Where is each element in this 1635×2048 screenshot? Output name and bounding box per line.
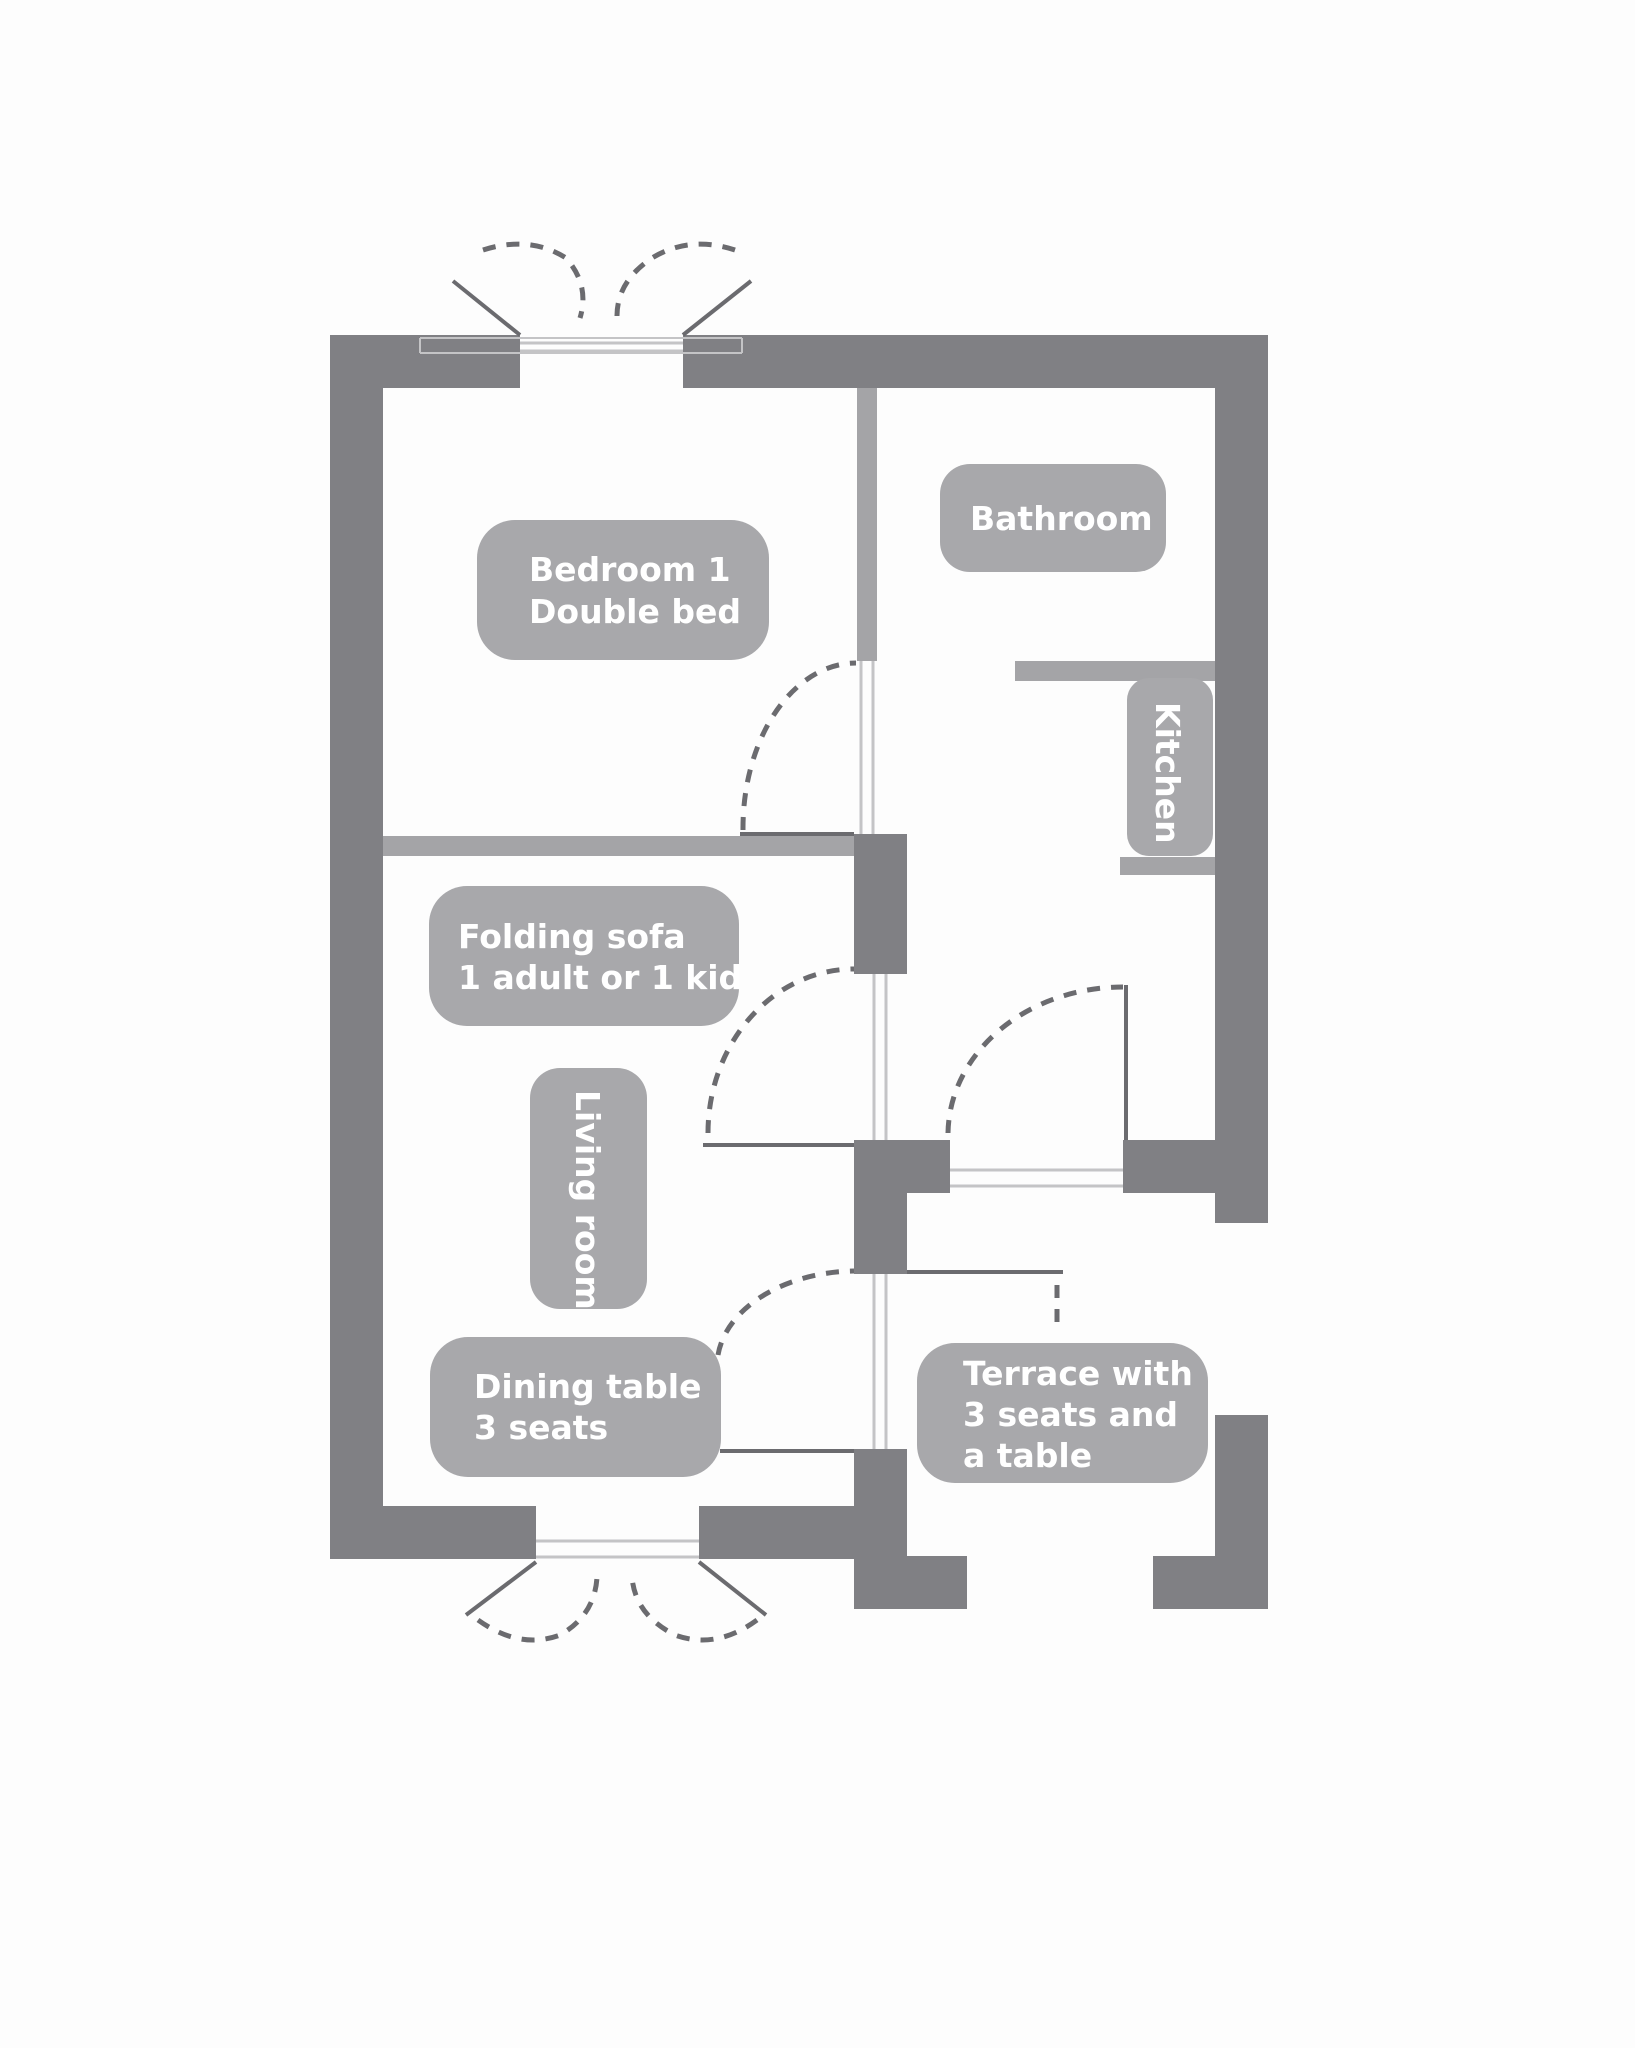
door-bottom-right-swing	[629, 1576, 759, 1643]
wall-bottom-left	[330, 1506, 536, 1559]
label-terrace-line2: 3 seats and	[963, 1395, 1178, 1434]
partition-bedroom-bath	[857, 388, 877, 661]
label-dining-line1: Dining table	[474, 1367, 701, 1406]
label-kitchen-text: Kitchen	[1148, 702, 1187, 844]
door-bottom-left-swing	[476, 1576, 600, 1643]
wall-left	[330, 335, 383, 1559]
label-terrace-line1: Terrace with	[963, 1354, 1193, 1393]
door-bottom-left-leaf	[464, 1560, 538, 1617]
door-bottom-right-leaf	[697, 1560, 768, 1617]
wall-foot-lower	[854, 1556, 967, 1609]
label-sofa: Folding sofa 1 adult or 1 kid	[429, 886, 742, 1026]
partitions	[383, 388, 1215, 875]
label-kitchen: Kitchen	[1127, 678, 1213, 856]
outer-walls	[330, 335, 1268, 1559]
kitchen-counter-bottom	[1120, 857, 1215, 875]
label-sofa-bg	[429, 886, 739, 1026]
wall-top-right	[683, 335, 1268, 388]
label-bathroom: Bathroom	[940, 464, 1166, 572]
door-top-left-leaf	[451, 279, 522, 337]
kitchen-counter-top	[1015, 661, 1215, 681]
door-top-right-leaf	[681, 279, 753, 337]
wall-stub-right	[1123, 1140, 1268, 1193]
label-bedroom-line1: Bedroom 1	[529, 550, 731, 589]
label-bedroom-bg	[477, 520, 769, 660]
label-dining-line2: 3 seats	[474, 1408, 608, 1447]
terrace-wall-foot	[1153, 1556, 1268, 1609]
label-living-text: Living room	[568, 1090, 607, 1310]
label-bathroom-bg	[940, 464, 1166, 572]
wall-top-left	[330, 335, 520, 388]
label-dining-bg	[430, 1337, 721, 1477]
label-terrace-bg	[917, 1343, 1208, 1483]
wall-bottom-middle	[699, 1506, 854, 1559]
door-top-left-swing	[482, 241, 586, 319]
label-bedroom: Bedroom 1 Double bed	[477, 520, 769, 660]
door-bedroom-swing	[740, 660, 857, 831]
wall-right	[1215, 335, 1268, 1223]
label-sofa-line2: 1 adult or 1 kid	[458, 958, 742, 997]
label-terrace-line3: a table	[963, 1436, 1092, 1475]
label-dining: Dining table 3 seats	[430, 1337, 721, 1477]
doors	[451, 241, 1128, 1643]
label-terrace: Terrace with 3 seats and a table	[917, 1343, 1208, 1483]
wall-pillar-upper	[854, 834, 907, 974]
door-bath-swing	[945, 984, 1124, 1134]
windows	[419, 337, 1123, 1559]
label-bedroom-line2: Double bed	[529, 592, 741, 631]
partition-bedroom-living	[383, 836, 854, 856]
wall-stub-middle	[854, 1140, 950, 1193]
label-bathroom-text: Bathroom	[970, 499, 1153, 538]
label-living: Living room	[530, 1068, 647, 1310]
door-top-right-swing	[614, 241, 736, 319]
label-sofa-line1: Folding sofa	[458, 917, 686, 956]
label-living-bg	[530, 1068, 647, 1309]
inner-walls	[854, 834, 1268, 1609]
door-dining-swing	[715, 1268, 855, 1356]
label-kitchen-bg	[1127, 678, 1213, 856]
door-living-swing	[705, 966, 855, 1134]
